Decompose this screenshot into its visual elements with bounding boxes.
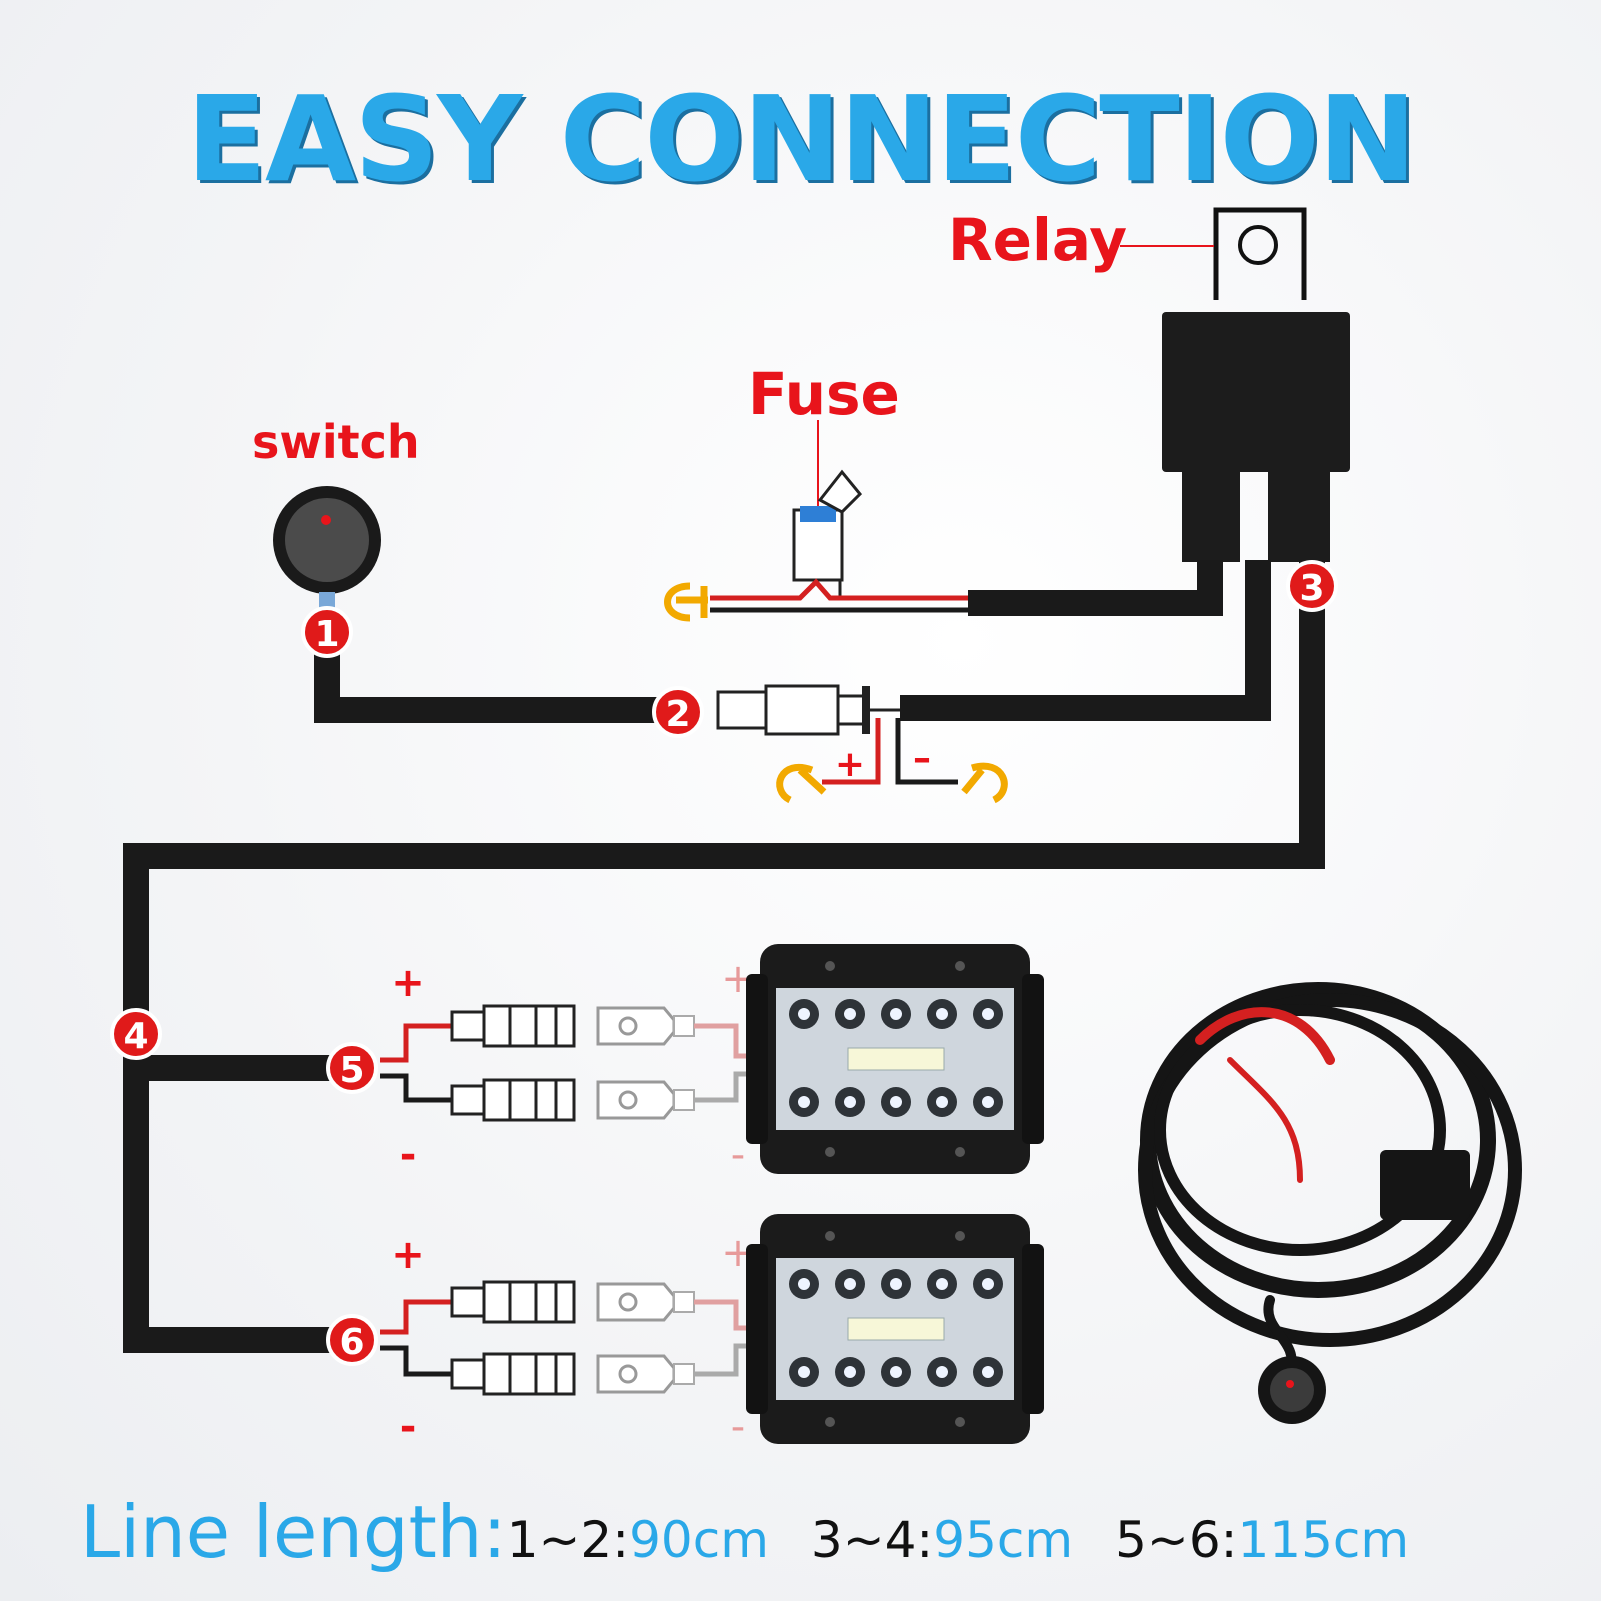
harness-relay-icon (1380, 1150, 1470, 1220)
svg-text:4: 4 (123, 1016, 148, 1057)
relay-label: Relay (948, 206, 1128, 274)
segment-3-value: 115cm (1237, 1511, 1410, 1569)
segment-2-value: 95cm (933, 1511, 1074, 1569)
lamp-1-minus-faint: - (731, 1132, 745, 1178)
svg-text:3: 3 (1299, 568, 1324, 609)
marker-1: 1 (301, 606, 353, 658)
switch-label: switch (252, 415, 420, 469)
lamp-1-plus: + (391, 960, 425, 1006)
lamp-2-minus: - (400, 1404, 417, 1450)
lamp-2-wiring (380, 1280, 760, 1396)
segment-3-range: 5~6: (1115, 1511, 1238, 1569)
lamp-1-minus: - (400, 1132, 417, 1178)
plus-sign: + (835, 744, 865, 785)
marker-4: 4 (110, 1008, 162, 1060)
svg-text:2: 2 (665, 694, 690, 735)
line-length-label: Line length: (80, 1490, 507, 1574)
line-length-footer: Line length:1~2:90cm 3~4:95cm 5~6:115cm (80, 1490, 1560, 1574)
marker-3: 3 (1286, 560, 1338, 612)
svg-text:5: 5 (339, 1050, 364, 1091)
connector-icon (716, 684, 900, 736)
fork-terminal-icon-2 (961, 762, 1008, 804)
wiring-harness-icon (1138, 982, 1522, 1375)
relay-icon (1120, 207, 1350, 562)
marker-6: 6 (326, 1314, 378, 1366)
ring-terminal-icon (664, 582, 708, 622)
led-light-bar-icon-2 (745, 1213, 1045, 1445)
fuse-icon (792, 420, 863, 596)
fuse-label: Fuse (748, 360, 900, 428)
segment-2-range: 3~4: (810, 1511, 934, 1569)
lamp-1-wiring (380, 1004, 760, 1122)
svg-text:6: 6 (339, 1322, 364, 1363)
positive-wire (822, 718, 881, 785)
lamp-2-minus-faint: - (731, 1404, 745, 1450)
negative-wire (895, 718, 958, 785)
switch-icon (273, 486, 381, 612)
page-title: EASY CONNECTION (186, 70, 1417, 208)
lamp-2-plus: + (391, 1232, 425, 1278)
fork-terminal-icon (776, 764, 827, 804)
minus-sign: – (913, 738, 931, 779)
svg-text:1: 1 (314, 614, 339, 655)
main-harness-wire (123, 560, 1325, 1353)
fuse-wires (710, 560, 1223, 616)
segment-1-range: 1~2: (506, 1511, 630, 1569)
marker-5: 5 (326, 1042, 378, 1094)
led-light-bar-icon (745, 943, 1045, 1175)
segment-1-value: 90cm (629, 1511, 769, 1569)
marker-2: 2 (652, 686, 704, 738)
